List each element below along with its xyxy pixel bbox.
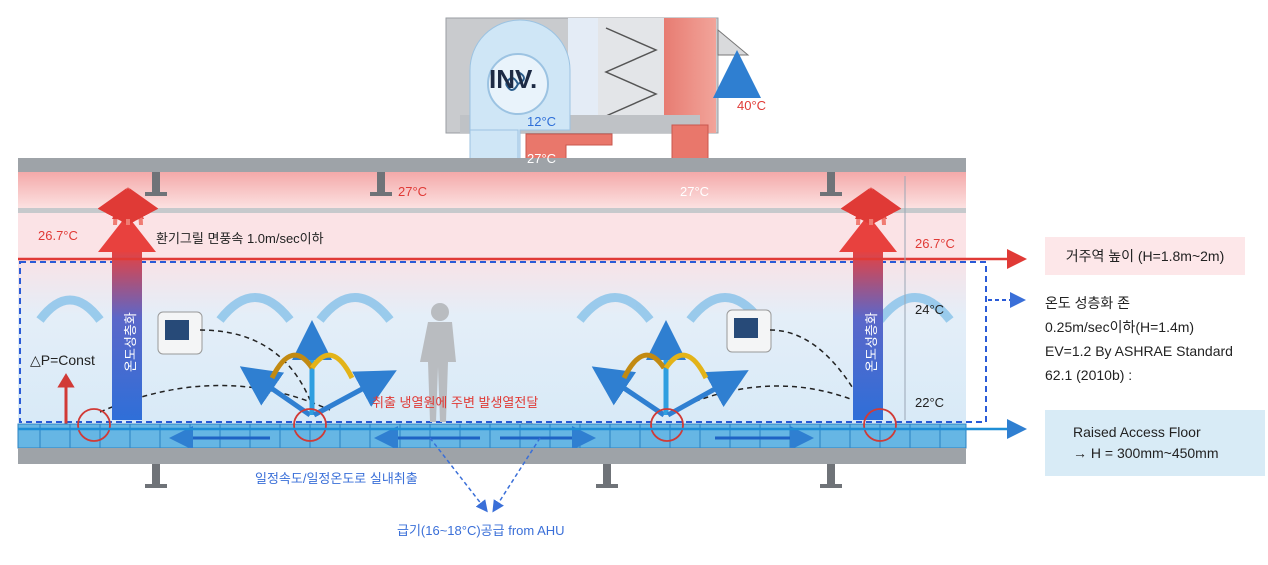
strat-line: 온도 성층화 존 xyxy=(1045,295,1131,311)
thermostat-right xyxy=(726,309,772,353)
person-silhouette xyxy=(420,303,456,422)
warm-zone xyxy=(18,213,966,258)
occupied-zone-box: 거주역 높이 (H=1.8m~2m) xyxy=(1045,237,1245,275)
left-strat-label: 온도성층화 xyxy=(123,312,138,372)
stratification-zone-note: 온도 성층화 존 0.25m/sec이하(H=1.4m) EV=1.2 By A… xyxy=(1045,291,1260,387)
supply-temp: 12°C xyxy=(527,114,557,129)
right-ceiling-temp: 26.7°C xyxy=(915,236,955,251)
return-duct-temp: 27°C xyxy=(680,184,710,199)
ceiling-tile xyxy=(18,208,966,213)
floor-slab xyxy=(18,448,966,464)
exhaust-temp: 40°C xyxy=(737,98,767,113)
occupied-zone-text: 거주역 높이 (H=1.8m~2m) xyxy=(1065,248,1225,264)
plenum-temp: 27°C xyxy=(398,184,428,199)
stratification-arrow-right xyxy=(839,215,897,420)
raf-line: → H = 300mm~450mm xyxy=(1073,445,1219,461)
strat-line: 62.1 (2010b) : xyxy=(1045,367,1133,383)
strat-line: 0.25m/sec이하(H=1.4m) xyxy=(1045,319,1195,335)
ahu-unit xyxy=(445,17,750,134)
pressure-label: △P=Const xyxy=(30,352,95,368)
thermostat-left xyxy=(157,311,203,355)
underfloor-label: 일정속도/일정온도로 실내취출 xyxy=(255,471,418,486)
fan-label: INV. xyxy=(489,64,538,94)
temp-lower: 22°C xyxy=(915,395,945,410)
ceiling-slab xyxy=(18,158,966,172)
strat-line: EV=1.2 By ASHRAE Standard xyxy=(1045,343,1233,359)
right-strat-label: 온도성층화 xyxy=(864,312,879,372)
stratification-arrow-left xyxy=(98,215,156,420)
raised-floor-box: Raised Access Floor → H = 300mm~450mm xyxy=(1045,410,1265,476)
stratification-zone-box xyxy=(19,261,987,423)
temp-upper: 24°C xyxy=(915,302,945,317)
grille-velocity-label: 환기그릴 면풍속 1.0m/sec이하 xyxy=(156,231,324,246)
supply-label: 급기(16~18°C)공급 from AHU xyxy=(397,523,565,538)
heat-transfer-label: 취출 냉열원에 주변 발생열전달 xyxy=(372,395,539,410)
left-ceiling-temp: 26.7°C xyxy=(38,228,78,243)
raf-line: Raised Access Floor xyxy=(1073,424,1201,440)
return-temp-ahu: 27°C xyxy=(527,151,557,166)
ceiling-plenum xyxy=(18,172,966,210)
